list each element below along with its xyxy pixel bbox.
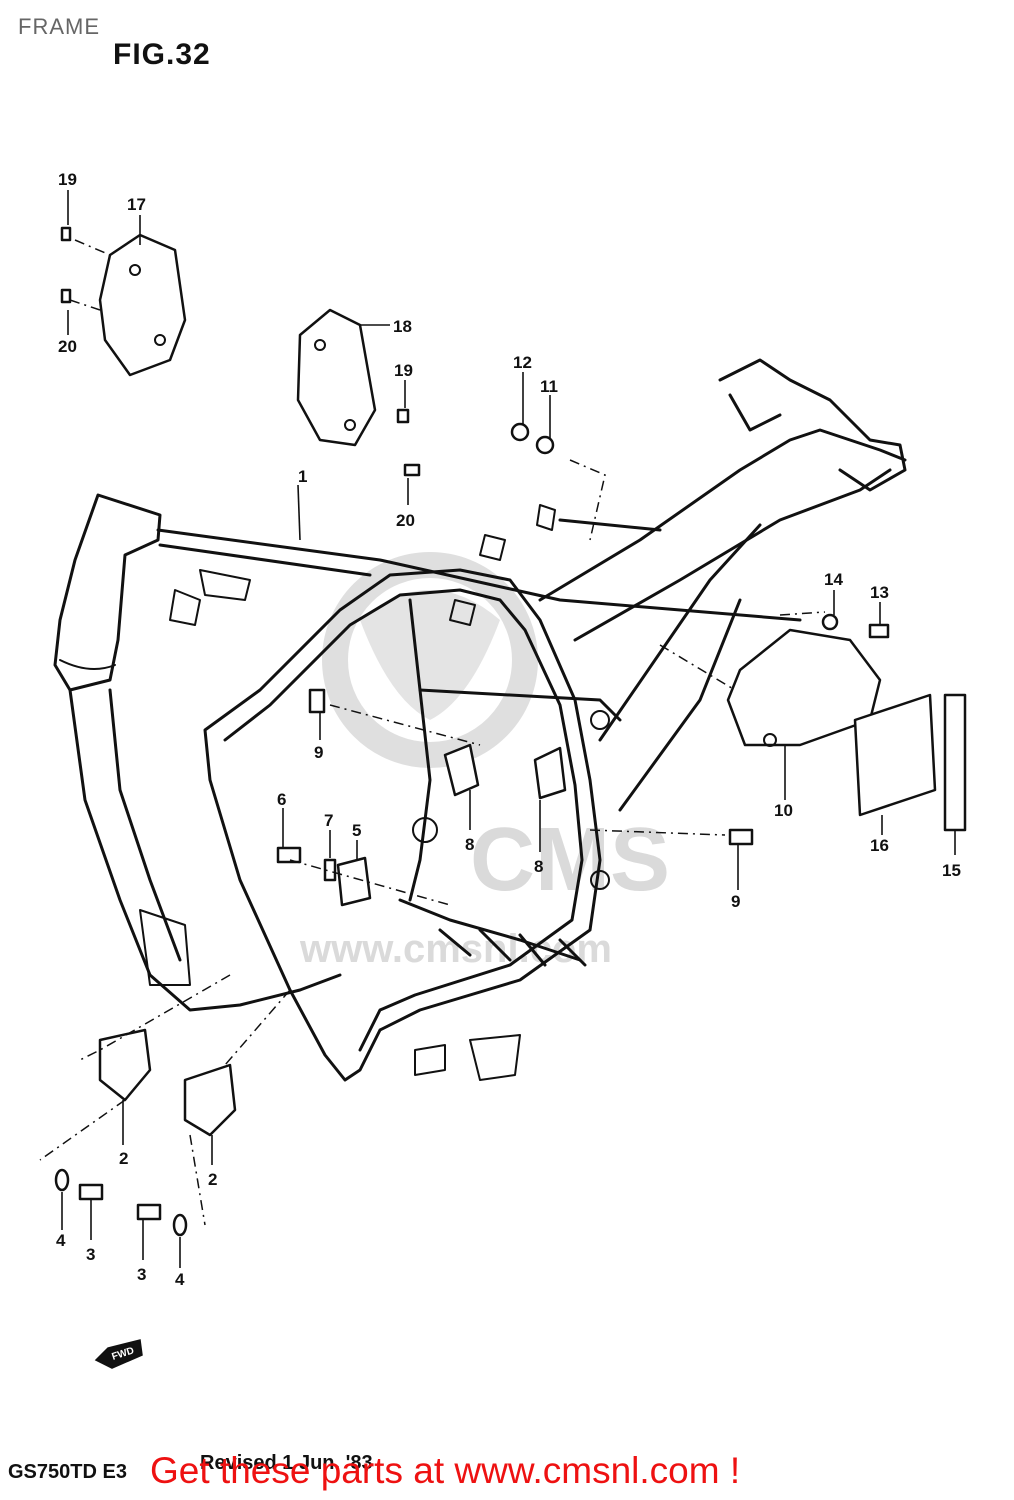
callout-9b: 9	[731, 892, 740, 911]
model-code: GS750TD E3	[8, 1461, 127, 1483]
callout-9a: 9	[314, 743, 323, 762]
callout-2b: 2	[208, 1170, 217, 1189]
callout-3a: 3	[86, 1245, 95, 1264]
callout-20a: 20	[58, 337, 77, 356]
callout-12: 12	[513, 353, 532, 372]
callout-8a: 8	[465, 835, 474, 854]
alignment-lines	[39, 239, 826, 1226]
part-17-cover	[98, 233, 187, 377]
callout-17: 17	[127, 195, 146, 214]
callout-5: 5	[352, 821, 361, 840]
part-8-plates	[443, 743, 567, 800]
watermark-cms-text: CMS	[470, 810, 670, 910]
cms-watermark: CMS www.cmsnl.com	[299, 552, 670, 971]
callout-3b: 3	[137, 1265, 146, 1284]
callout-13: 13	[870, 583, 889, 602]
part-5-plate	[336, 856, 372, 907]
callout-1: 1	[298, 467, 307, 486]
frame-assembly	[53, 358, 907, 1082]
part-2-brackets	[98, 1028, 237, 1137]
callout-10: 10	[774, 801, 793, 820]
callout-4b: 4	[175, 1270, 185, 1289]
figure-label: FIG.32	[113, 38, 211, 71]
callout-4a: 4	[56, 1231, 66, 1250]
part-16-pad	[853, 693, 937, 817]
callout-20b: 20	[396, 511, 415, 530]
callout-18: 18	[393, 317, 412, 336]
leader-lines	[61, 190, 956, 1268]
part-15-strap	[943, 693, 967, 832]
callout-11: 11	[540, 377, 558, 396]
section-title: FRAME	[18, 14, 100, 39]
callout-6: 6	[277, 790, 286, 809]
callout-19a: 19	[58, 170, 77, 189]
callout-16: 16	[870, 836, 889, 855]
bolts	[54, 226, 890, 1237]
callout-19b: 19	[394, 361, 413, 380]
callout-15: 15	[942, 861, 961, 880]
callout-14: 14	[824, 570, 843, 589]
forward-arrow-icon: FWD	[94, 1339, 143, 1369]
callout-2a: 2	[119, 1149, 128, 1168]
callout-7: 7	[324, 811, 333, 830]
watermark-url: www.cmsnl.com	[299, 927, 612, 971]
callout-8b: 8	[534, 857, 543, 876]
callout-labels: 1 2 2 3 3 4 4 5 6 7 8 8 9 9 10 11 12 13 …	[56, 170, 961, 1289]
revision-note: Revised 1 Jun. '83	[200, 1452, 373, 1474]
promo-link[interactable]: Get these parts at www.cmsnl.com !	[150, 1450, 741, 1491]
part-18-bracket	[296, 308, 377, 447]
